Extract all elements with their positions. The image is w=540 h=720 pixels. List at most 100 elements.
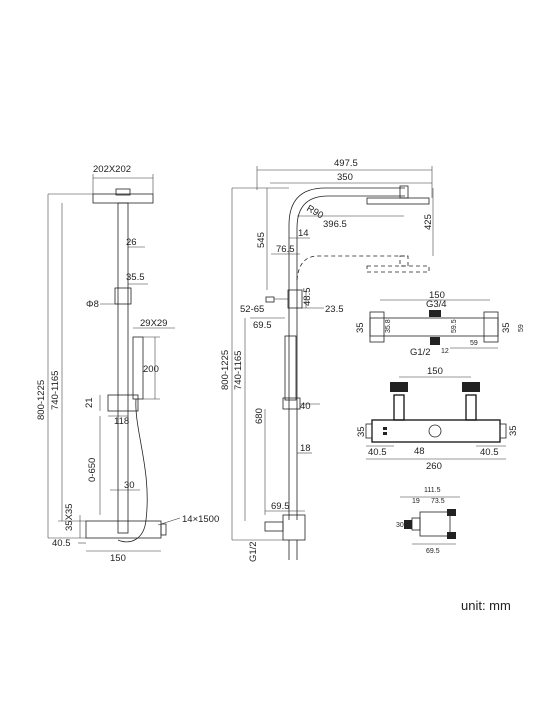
- front-slider: [107, 394, 139, 412]
- elbow-bottom-nut: [447, 532, 456, 539]
- mixer-dial: [428, 424, 442, 438]
- mixer-dim-48: 48: [414, 446, 425, 457]
- side-mixer: [282, 514, 306, 541]
- elbow-body: [419, 511, 451, 537]
- side-lower-pipe: [288, 540, 298, 560]
- diverter-top-nut: [429, 310, 441, 317]
- side-dim-545: 545: [256, 232, 267, 248]
- diverter-dim-150: 150: [429, 290, 445, 301]
- diverter-dim-35-8: 35.8: [385, 319, 392, 333]
- diverter-dim-59-5: 59.5: [451, 319, 458, 333]
- front-head-connector: [115, 188, 131, 196]
- side-bracket: [287, 289, 303, 309]
- mixer-right-knob: [499, 423, 507, 439]
- front-bracket: [114, 287, 132, 305]
- front-dim-35-5: 35.5: [126, 272, 145, 283]
- mixer-mark-1: [383, 427, 387, 430]
- mixer-dim-40-5-left: 40.5: [368, 447, 387, 458]
- side-wall-mount: [265, 296, 275, 303]
- mixer-dim-150: 150: [427, 366, 443, 377]
- side-head-connector-low: [399, 255, 409, 267]
- elbow-dim-111-5: 111.5: [424, 487, 441, 494]
- side-dim-76-5: 76.5: [276, 244, 295, 255]
- front-mixer: [85, 520, 162, 539]
- side-arm-inner: [296, 195, 405, 520]
- diverter-thread-top: G3/4: [426, 299, 447, 310]
- mixer-left-inlet: [393, 394, 405, 421]
- diverter-dim-12: 12: [441, 348, 449, 355]
- side-dim-350: 350: [337, 172, 353, 183]
- elbow-dim-30: 30: [396, 522, 404, 529]
- elbow-dim-19: 19: [412, 498, 420, 505]
- side-rail-height: 740-1165: [233, 351, 244, 390]
- side-dim-23-5: 23.5: [325, 304, 344, 315]
- side-view: 497.5 350 R90 396.5 425 545 14 76.5 48.5…: [220, 158, 434, 562]
- elbow-detail: 111.5 19 73.5 30 69.5: [396, 487, 460, 555]
- side-dim-r90: R90: [305, 203, 326, 221]
- mixer-left-nut: [390, 382, 408, 392]
- front-dim-d8: Φ8: [86, 299, 99, 310]
- side-dim-52-65: 52-65: [240, 304, 264, 315]
- front-dim-21: 21: [84, 397, 95, 408]
- side-dim-497-5: 497.5: [334, 158, 358, 169]
- diverter-bottom-nut: [430, 337, 440, 345]
- side-slider: [282, 397, 301, 410]
- side-dim-69-5-bottom: 69.5: [271, 501, 290, 512]
- front-rail-height: 740-1165: [50, 371, 61, 410]
- elbow-dim-73-5: 73.5: [431, 498, 445, 505]
- front-hose: [117, 398, 148, 543]
- side-inlet: [264, 521, 284, 532]
- diverter-right-cap: [483, 311, 499, 343]
- front-view: 202X202 26 35.5 Φ8 29X29 200 21 118 0-65…: [36, 164, 219, 564]
- mixer-dim-35-right: 35: [508, 425, 519, 436]
- diverter-dim-35-left: 35: [355, 322, 366, 333]
- mixer-dim-35: 35: [356, 426, 367, 437]
- mixer-right-inlet: [465, 394, 477, 421]
- side-arm-outer: [288, 187, 405, 520]
- front-head-size: 202X202: [93, 164, 131, 175]
- elbow-left-nut: [404, 520, 412, 529]
- side-dim-69-5-top: 69.5: [253, 320, 272, 331]
- diverter-dim-35-right: 35: [501, 322, 512, 333]
- mixer-mark-2: [383, 432, 387, 435]
- side-dim-14: 14: [298, 228, 309, 239]
- side-dim-40: 40: [300, 401, 311, 412]
- front-hose: 14×1500: [182, 514, 219, 525]
- elbow-top-nut: [447, 509, 456, 516]
- unit-label: unit: mm: [461, 598, 511, 613]
- front-dim-150: 150: [110, 553, 126, 564]
- diverter-dim-59-right: 59: [518, 324, 525, 332]
- mixer-dim-40-5-right: 40.5: [480, 447, 499, 458]
- side-head-upper: [366, 197, 430, 205]
- front-mixer-knob: [160, 523, 167, 536]
- diverter-thread-bottom: G1/2: [410, 347, 431, 358]
- side-dim-396-5: 396.5: [323, 219, 347, 230]
- mixer-right-nut: [462, 382, 480, 392]
- front-handshower-length: 200: [143, 364, 159, 375]
- side-dim-425: 425: [423, 214, 434, 230]
- front-hand-shower: [132, 336, 144, 400]
- front-total-height: 800-1225: [36, 380, 47, 420]
- side-thread: G1/2: [248, 541, 259, 562]
- mixer-dim-260: 260: [426, 461, 442, 472]
- front-dim-40-5: 40.5: [52, 538, 71, 549]
- side-hand-shower: [284, 335, 297, 401]
- elbow-inlet: [411, 517, 421, 531]
- elbow-dim-69-5: 69.5: [426, 548, 440, 555]
- front-slide-range: 0-650: [87, 458, 98, 482]
- side-head-lower: [366, 265, 430, 273]
- front-handshower-section: 29X29: [140, 318, 167, 329]
- side-head-connector: [399, 185, 409, 199]
- side-total-height: 800-1225: [220, 350, 231, 390]
- front-pole: [117, 202, 129, 534]
- diverter-dim-59-bottom: 59: [470, 340, 478, 347]
- diverter-detail: 150 G3/4 35 35.8 59.5 35 59 59 G1/2 12: [355, 290, 525, 358]
- side-dim-48-5: 48.5: [302, 288, 313, 307]
- side-dim-18: 18: [300, 443, 311, 454]
- side-dim-680: 680: [254, 408, 265, 424]
- front-dim-26: 26: [126, 237, 137, 248]
- mixer-body: [371, 419, 501, 443]
- side-arm-low: [296, 255, 405, 281]
- diverter-left-cap: [369, 311, 385, 343]
